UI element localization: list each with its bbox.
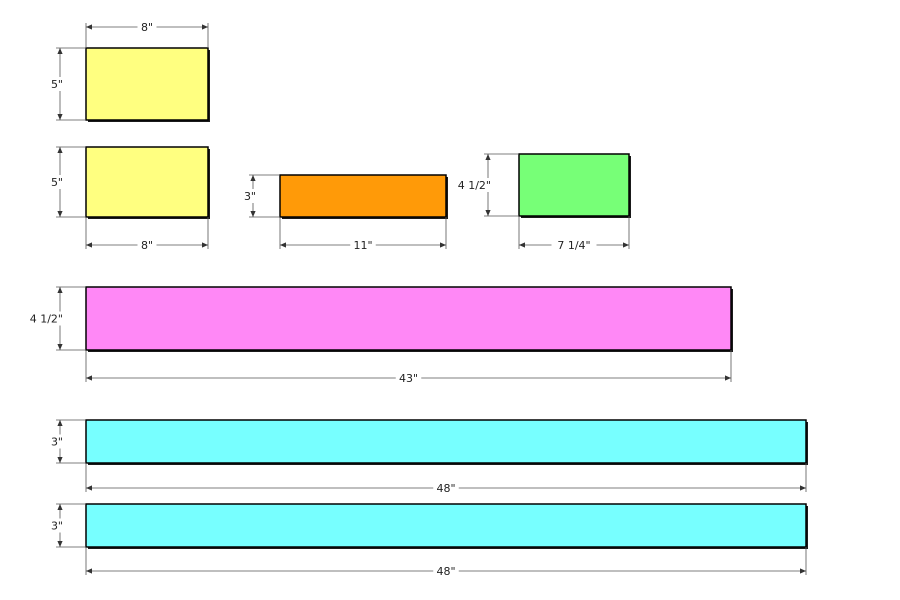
yellow-board-top-height-arrow-top — [57, 48, 63, 54]
pink-board-height-arrow-top — [57, 287, 63, 293]
yellow-board-bottom-face — [85, 146, 209, 218]
pink-board-height-arrow-bottom — [57, 344, 63, 350]
pink-board: 43" 4 1/2" — [20, 286, 733, 385]
cyan-board-bottom-width-arrow-right — [800, 568, 806, 574]
pink-board-height-label-backing — [20, 311, 63, 326]
green-board-height-arrow-top — [485, 154, 491, 160]
yellow-board-top-height-arrow-bottom — [57, 114, 63, 120]
orange-board-width-label-backing — [350, 240, 376, 250]
green-board-width-label: 7 1/4" — [557, 239, 590, 252]
green-board-height-label-backing — [448, 178, 491, 192]
orange-board-height-label: 3" — [244, 190, 256, 203]
cyan-board-bottom-width-label-backing — [433, 566, 459, 576]
cyan-board-bottom: 48" 3" — [46, 503, 808, 578]
cyan-board-top-height-label-backing — [46, 434, 63, 449]
yellow-board-top-width-label: 8" — [141, 21, 153, 34]
cyan-board-top-width-label-backing — [433, 483, 459, 493]
cyan-board-bottom-height-arrow-top — [57, 504, 63, 510]
cyan-board-top-height-label: 3" — [51, 436, 63, 449]
yellow-board-top-height-label: 5" — [51, 78, 63, 91]
green-board-width-arrow-right — [623, 242, 629, 248]
yellow-board-top-face — [85, 47, 209, 121]
pink-board-width-label: 43" — [399, 372, 418, 385]
cyan-board-bottom-height-arrow-bottom — [57, 541, 63, 547]
green-board-width-label-backing — [551, 240, 597, 250]
pink-board-width-arrow-right — [725, 375, 731, 381]
yellow-board-bottom-width-label-backing — [137, 240, 157, 250]
cyan-board-top-height-arrow-bottom — [57, 457, 63, 463]
cyan-board-top-width-arrow-left — [86, 485, 92, 491]
yellow-board-top-width-arrow-right — [202, 24, 208, 30]
cyan-board-bottom-width-label: 48" — [436, 565, 455, 578]
yellow-board-top-width-arrow-left — [86, 24, 92, 30]
orange-board-height-label-backing — [239, 189, 256, 203]
cyan-board-bottom-height-label-backing — [46, 518, 63, 533]
cyan-board-bottom-height-label: 3" — [51, 520, 63, 533]
green-board-height-label: 4 1/2" — [458, 179, 491, 192]
yellow-board-top: 8" 5" — [46, 21, 210, 122]
yellow-board-bottom-width-label: 8" — [141, 239, 153, 252]
cyan-board-top-width-arrow-right — [800, 485, 806, 491]
cyan-board-top-face — [85, 419, 807, 464]
pink-board-face — [85, 286, 732, 351]
orange-board-width-arrow-left — [280, 242, 286, 248]
yellow-board-bottom-height-label-backing — [46, 175, 63, 189]
cyan-board-bottom-face — [85, 503, 807, 548]
pink-board-width-label-backing — [395, 373, 422, 383]
pink-board-height-label: 4 1/2" — [30, 313, 63, 326]
orange-board-width-arrow-right — [440, 242, 446, 248]
cyan-board-top: 48" 3" — [46, 419, 808, 495]
orange-board-width-label: 11" — [353, 239, 372, 252]
cyan-board-top-height-arrow-top — [57, 420, 63, 426]
green-board: 7 1/4" 4 1/2" — [448, 153, 631, 252]
yellow-board-top-width-label-backing — [137, 22, 157, 32]
yellow-board-bottom-width-arrow-left — [86, 242, 92, 248]
green-board-face — [518, 153, 630, 217]
green-board-width-arrow-left — [519, 242, 525, 248]
yellow-board-bottom-width-arrow-right — [202, 242, 208, 248]
green-board-height-arrow-bottom — [485, 210, 491, 216]
orange-board-face — [279, 174, 447, 218]
yellow-board-bottom-height-arrow-bottom — [57, 211, 63, 217]
yellow-board-bottom: 8" 5" — [46, 146, 210, 252]
orange-board-height-arrow-bottom — [250, 211, 256, 217]
cyan-board-bottom-width-arrow-left — [86, 568, 92, 574]
pink-board-width-arrow-left — [86, 375, 92, 381]
orange-board-height-arrow-top — [250, 175, 256, 181]
cyan-board-top-width-label: 48" — [436, 482, 455, 495]
yellow-board-top-height-label-backing — [46, 77, 63, 91]
yellow-board-bottom-height-label: 5" — [51, 176, 63, 189]
yellow-board-bottom-height-arrow-top — [57, 147, 63, 153]
orange-board: 11" 3" — [239, 174, 448, 252]
